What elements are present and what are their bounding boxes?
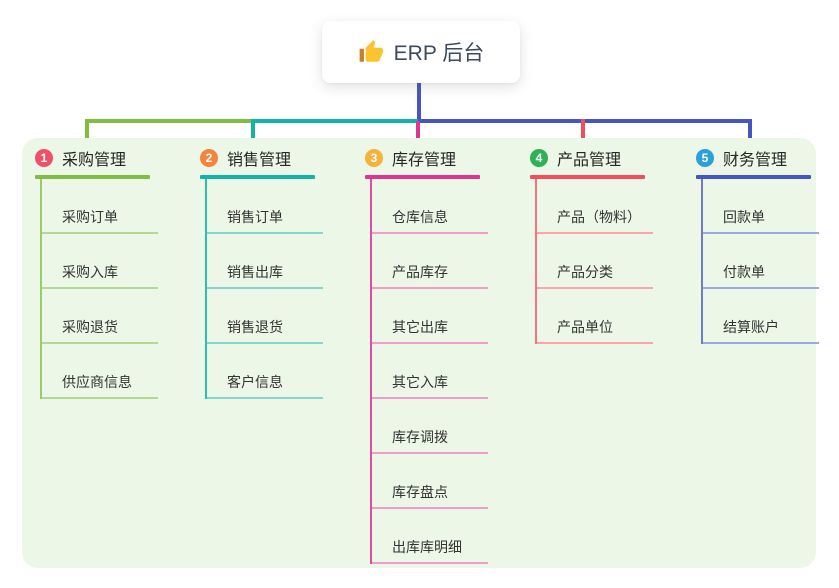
branch-purchase: 1 采购管理 采购订单 采购入库 采购退货 供应商信息 [35,146,158,399]
branches-panel [22,138,816,568]
branch-label: 销售管理 [227,152,292,169]
child-item[interactable]: 产品（物料） [537,179,653,234]
branch-header-purchase[interactable]: 1 采购管理 [35,146,158,170]
child-item[interactable]: 产品分类 [537,234,653,289]
drop-connector-purchase [85,119,89,145]
child-item[interactable]: 库存盘点 [372,454,488,509]
child-item[interactable]: 库存调拨 [372,399,488,454]
child-item[interactable]: 销售出库 [207,234,323,289]
child-item[interactable]: 付款单 [703,234,819,289]
branch-header-product[interactable]: 4 产品管理 [530,146,653,170]
child-item[interactable]: 其它出库 [372,289,488,344]
root-title: ERP 后台 [393,42,485,65]
branch-children: 回款单 付款单 结算账户 [701,179,819,344]
branch-label: 产品管理 [557,152,622,169]
child-item[interactable]: 回款单 [703,179,819,234]
branch-sales: 2 销售管理 销售订单 销售出库 销售退货 客户信息 [200,146,323,399]
badge-4: 4 [530,149,548,167]
child-item[interactable]: 供应商信息 [42,344,158,399]
branch-underline [696,175,811,179]
branch-header-sales[interactable]: 2 销售管理 [200,146,323,170]
branch-product: 4 产品管理 产品（物料） 产品分类 产品单位 [530,146,653,344]
trunk-connector [417,83,421,121]
child-item[interactable]: 客户信息 [207,344,323,399]
child-item[interactable]: 采购入库 [42,234,158,289]
branch-children: 销售订单 销售出库 销售退货 客户信息 [205,179,323,399]
branch-inventory: 3 库存管理 仓库信息 产品库存 其它出库 其它入库 库存调拨 库存盘点 出库库… [365,146,488,564]
badge-1: 1 [35,149,53,167]
branch-label: 库存管理 [392,152,457,169]
badge-5: 5 [696,149,714,167]
branch-underline [530,175,645,179]
drop-connector-inventory [416,121,420,145]
branch-finance: 5 财务管理 回款单 付款单 结算账户 [696,146,819,344]
branch-children: 产品（物料） 产品分类 产品单位 [535,179,653,344]
bus-segment-right [418,119,752,123]
branch-underline [365,175,480,179]
branch-label: 采购管理 [62,152,127,169]
drop-connector-finance [748,119,752,145]
child-item[interactable]: 销售退货 [207,289,323,344]
child-item[interactable]: 仓库信息 [372,179,488,234]
branch-header-finance[interactable]: 5 财务管理 [696,146,819,170]
bus-segment-purchase [85,119,255,123]
branch-underline [35,175,150,179]
child-item[interactable]: 结算账户 [703,289,819,344]
drop-connector-sales [251,119,255,145]
child-item[interactable]: 销售订单 [207,179,323,234]
branch-children: 采购订单 采购入库 采购退货 供应商信息 [40,179,158,399]
child-item[interactable]: 产品库存 [372,234,488,289]
bus-segment-sales [253,119,420,123]
badge-3: 3 [365,149,383,167]
branch-children: 仓库信息 产品库存 其它出库 其它入库 库存调拨 库存盘点 出库库明细 [370,179,488,564]
thumbs-up-icon [359,40,383,62]
branch-header-inventory[interactable]: 3 库存管理 [365,146,488,170]
branch-underline [200,175,315,179]
child-item[interactable]: 出库库明细 [372,509,488,564]
child-item[interactable]: 采购订单 [42,179,158,234]
branch-label: 财务管理 [723,152,788,169]
drop-connector-product [581,119,585,145]
child-item[interactable]: 其它入库 [372,344,488,399]
root-node[interactable]: ERP 后台 [322,21,520,83]
badge-2: 2 [200,149,218,167]
child-item[interactable]: 采购退货 [42,289,158,344]
child-item[interactable]: 产品单位 [537,289,653,344]
